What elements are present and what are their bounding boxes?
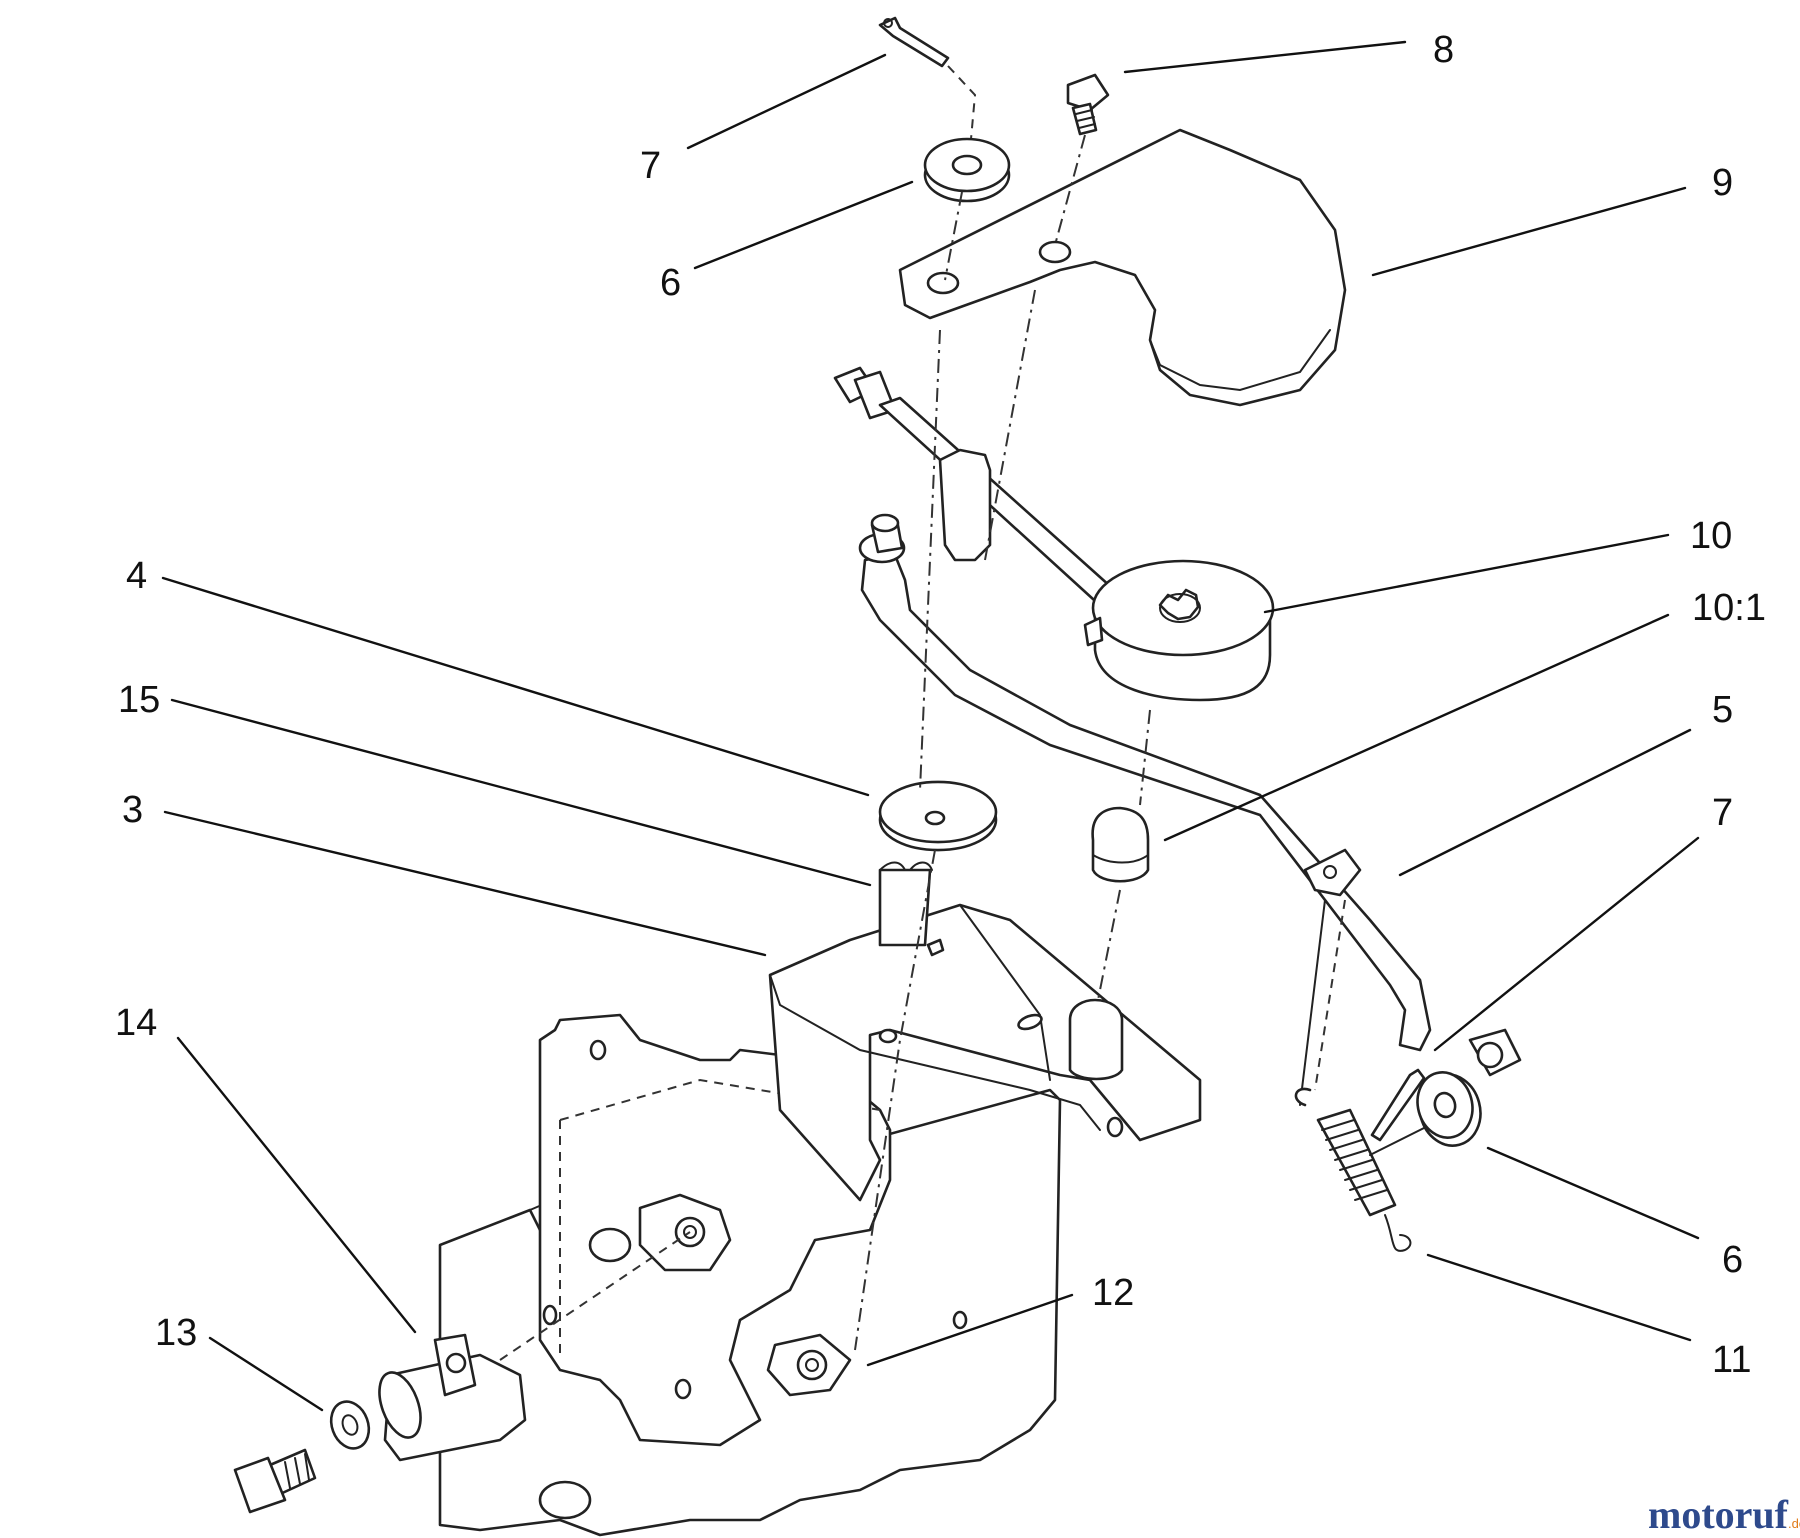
callout-12: 12 [1092, 1272, 1134, 1314]
spring-part-11 [1294, 899, 1412, 1252]
leader-13 [208, 1336, 324, 1412]
leader-8 [1123, 40, 1407, 74]
leader-9 [1371, 186, 1687, 277]
cotter-pin-part-7-bottom [1370, 1068, 1426, 1142]
leader-3 [163, 810, 767, 957]
callout-11: 11 [1712, 1339, 1751, 1381]
bushing-part-14 [378, 1333, 527, 1462]
bracket-bushing [1068, 998, 1124, 1081]
leader-11 [1426, 1253, 1692, 1342]
hub-part-10 [1083, 559, 1275, 702]
callout-10-1: 10:1 [1692, 587, 1766, 629]
leader-14 [176, 1036, 417, 1334]
callout-6-bottom: 6 [1722, 1239, 1743, 1281]
washer-part-6-top [923, 137, 1011, 203]
svg-text:motoruf.de: motoruf.de [1648, 1492, 1800, 1537]
callout-7-top: 7 [640, 145, 661, 187]
watermark-suffix: .de [1788, 1516, 1800, 1531]
callout-13: 13 [155, 1312, 197, 1354]
bolt-part-8 [1066, 73, 1110, 136]
leader-10 [1263, 533, 1670, 614]
leader-7-bottom [1433, 836, 1700, 1052]
key-part-15 [878, 861, 945, 957]
watermark-brand: motoruf [1648, 1492, 1789, 1537]
leader-7-top [686, 53, 887, 150]
leader-lines [161, 40, 1700, 1412]
bracket-part-3 [538, 903, 1202, 1447]
watermark: motoruf.de [1648, 1492, 1800, 1537]
callout-3: 3 [122, 789, 143, 831]
leader-15 [170, 698, 872, 887]
leader-12 [866, 1293, 1074, 1367]
pedal-plate-part-9 [898, 128, 1347, 407]
washer-part-6-bottom [1416, 1071, 1482, 1147]
leader-6-top [693, 180, 914, 270]
cotter-pin-part-7-top [878, 16, 950, 68]
callout-7-bottom: 7 [1712, 792, 1733, 834]
washer-part-4 [878, 780, 998, 852]
callout-5: 5 [1712, 689, 1733, 731]
callout-14: 14 [115, 1002, 157, 1044]
leader-6-bottom [1486, 1146, 1700, 1240]
callout-15: 15 [118, 679, 160, 721]
leader-10-1 [1163, 613, 1670, 842]
plug-part-10-1 [1091, 806, 1150, 883]
callout-10: 10 [1690, 515, 1732, 557]
callout-labels: 7 8 6 9 10 10:1 4 15 5 3 7 14 6 12 13 11 [115, 29, 1766, 1381]
leader-4 [161, 576, 870, 797]
callout-9: 9 [1712, 162, 1733, 204]
leader-5 [1398, 728, 1692, 877]
bolt-part-13 [233, 1400, 371, 1514]
pedal-arm-part-5 [833, 366, 1522, 1077]
callout-6-top: 6 [660, 262, 681, 304]
callout-4: 4 [126, 555, 147, 597]
callout-8: 8 [1433, 29, 1454, 71]
